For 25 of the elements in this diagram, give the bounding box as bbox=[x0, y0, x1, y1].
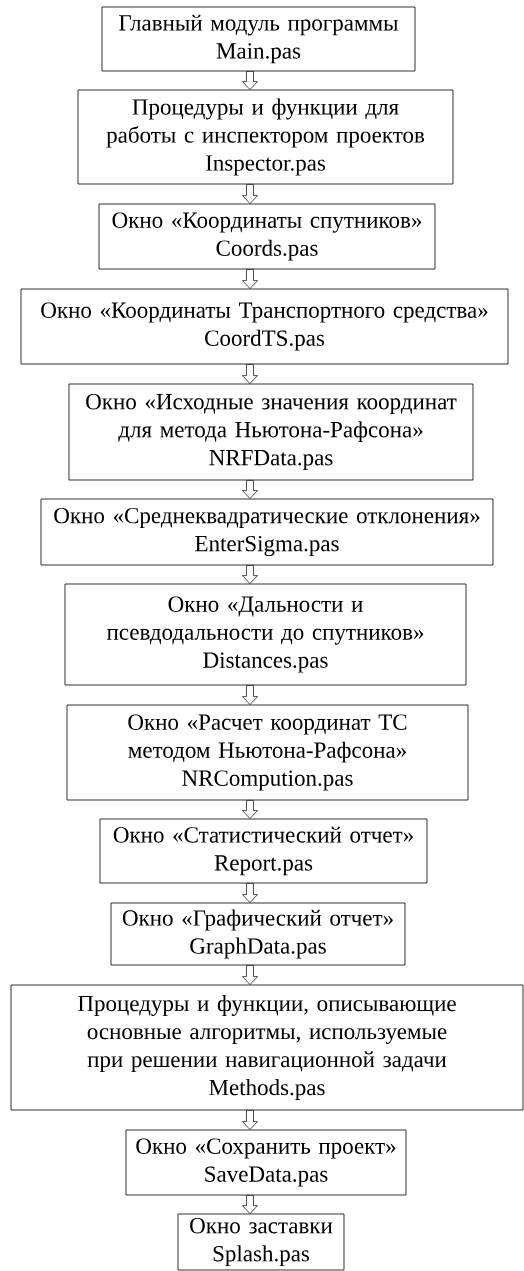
process-box: Окно «Координаты Транспортного средства» CoordTS.pas bbox=[20, 288, 509, 365]
block-arrow bbox=[242, 1110, 258, 1130]
process-box: Главный модуль программы Main.pas bbox=[101, 6, 416, 72]
process-box: Процедуры и функции для работы с инспектором проектов Inspector.pas bbox=[77, 89, 454, 185]
block-arrow bbox=[242, 685, 258, 705]
process-box: Окно «Статистический отчет» Report.pas bbox=[99, 818, 428, 884]
block-arrow bbox=[242, 565, 258, 584]
process-box: Окно «Координаты спутников» Coords.pas bbox=[98, 203, 436, 270]
block-arrow bbox=[242, 1195, 258, 1214]
block-arrow bbox=[242, 883, 258, 903]
process-box: Окно «Графический отчет» GraphData.pas bbox=[110, 902, 406, 966]
process-box: Окно «Исходные значения координат для метода Ньютона-Рафсона» NRFData.pas bbox=[68, 383, 474, 481]
process-box: Окно «Дальности и псевдодальности до спутников» Distances.pas bbox=[64, 583, 467, 686]
block-arrow bbox=[242, 480, 258, 499]
process-box: Окно «Сохранить проект» SaveData.pas bbox=[125, 1129, 407, 1196]
process-box: Процедуры и функции, описывающие основные алгоритмы, используемые при решении навигационной задачи Methods.pas bbox=[10, 984, 524, 1111]
block-arrow bbox=[242, 800, 258, 819]
block-arrow bbox=[242, 965, 258, 985]
block-arrow bbox=[242, 184, 258, 204]
process-box: Окно «Среднеквадратические отклонения» EnterSigma.pas bbox=[40, 498, 494, 566]
block-arrow bbox=[242, 71, 258, 90]
block-arrow bbox=[242, 269, 258, 289]
process-box: Окно заставки Splash.pas bbox=[177, 1213, 345, 1271]
block-arrow bbox=[242, 364, 258, 384]
process-box: Окно «Расчет координат ТС методом Ньютона-Рафсона» NRCompution.pas bbox=[66, 704, 469, 801]
